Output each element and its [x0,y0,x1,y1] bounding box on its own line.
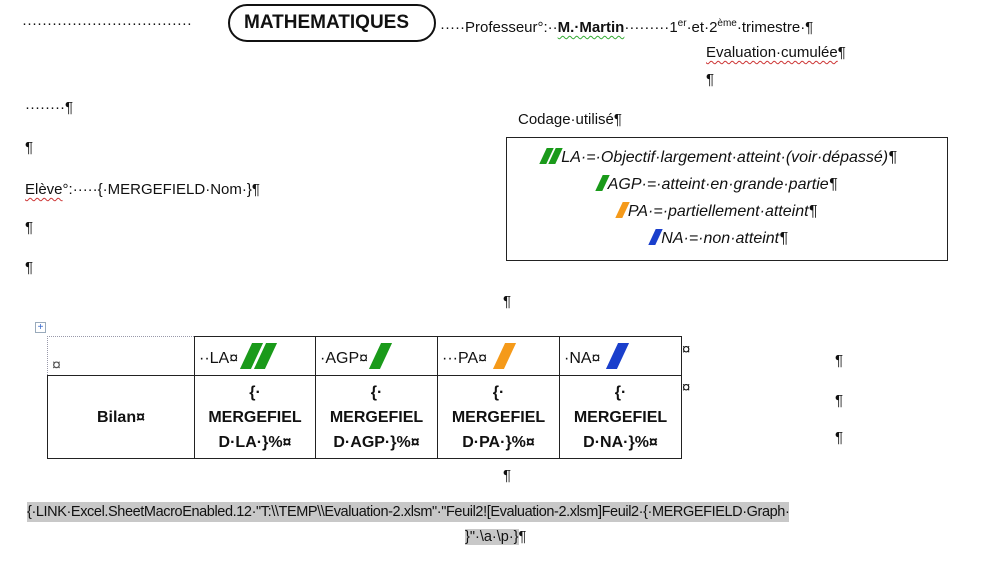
student-label: Elève [25,181,63,198]
cell-line: MERGEFIEL [208,408,302,426]
pilcrow: ¶ [25,139,34,156]
row-end-mark: ¤ [682,379,691,396]
cell-line: {· [614,383,627,401]
slash-icon [606,343,630,369]
cell-line: D·AGP·}%¤ [333,433,420,451]
corner-cell: ¤ [47,336,195,376]
results-table: ¤ ··LA¤ ·AGP¤ ···PA¤ ·NA¤ Bilan¤ {· MERGE… [47,336,682,459]
link-field-line2: }"·\a·\p·}¶ [465,527,526,547]
row-end-mark: ¤ [682,341,691,358]
evaluation-line: Evaluation·cumulée¶ [706,43,846,63]
header-line: ·····Professeur°:··M.·Martin·········1er… [440,14,813,38]
evaluation-text: Evaluation·cumulée [706,44,838,61]
header-label: ·NA¤ [564,350,601,367]
term-sup: er [677,18,687,29]
legend-item-na: NA·=·non·atteint¶ [493,226,947,252]
pilcrow: ¶ [837,44,846,61]
legend-text: AGP·=·atteint·en·grande·partie¶ [607,176,838,193]
table-move-handle-icon[interactable]: + [35,322,46,333]
header-pa: ···PA¤ [437,336,560,376]
pilcrow: ¶ [835,392,844,409]
subject-title: MATHEMATIQUES [244,12,410,33]
cell-agp: {· MERGEFIEL D·AGP·}%¤ [315,375,438,459]
cell-line: MERGEFIEL [573,408,668,426]
header-agp: ·AGP¤ [315,336,438,376]
dots-line: ········¶ [25,99,74,116]
pilcrow: ¶ [503,293,512,310]
cell-la: {· MERGEFIEL D·LA·}%¤ [194,375,316,459]
cell-pa: {· MERGEFIEL D·PA·}%¤ [437,375,560,459]
slash-icon [492,343,516,369]
subject-frame [228,4,436,42]
legend-item-la: LA·=·Objectif·largement·atteint·(voir·dé… [493,145,947,171]
student-field: °:·····{·MERGEFIELD·Nom·}¶ [62,181,260,198]
header-label: ·AGP¤ [320,350,369,367]
header-label: ··LA¤ [199,350,239,367]
term: ·et·2 [686,19,718,36]
row-label: Bilan¤ [47,375,195,459]
legend-text: NA·=·non·atteint¶ [661,230,788,247]
slash-icon [369,343,393,369]
legend-item-agp: AGP·=·atteint·en·grande·partie¶ [489,172,947,198]
term: 1 [669,19,678,36]
legend-text: PA·=·partiellement·atteint¶ [627,203,818,220]
link-field-end[interactable]: }"·\a·\p·} [465,529,519,545]
header-na: ·NA¤ [559,336,682,376]
cell-line: {· [492,383,505,401]
legend-title: Codage·utilisé¶ [518,111,622,128]
cell-line: MERGEFIEL [329,408,424,426]
legend-box: LA·=·Objectif·largement·atteint·(voir·dé… [506,137,948,261]
pilcrow: ¶ [835,352,844,369]
legend-item-pa: PA·=·partiellement·atteint¶ [489,199,947,225]
pilcrow: ¶ [25,219,34,236]
cell-line: D·LA·}%¤ [218,433,292,451]
leading-dots: ·································· [22,15,192,32]
cell-line: {· [249,383,261,401]
cell-na: {· MERGEFIEL D·NA·}%¤ [559,375,682,459]
term-sup: ème [717,18,737,29]
student-line: Elève°:·····{·MERGEFIELD·Nom·}¶ [25,180,260,200]
legend-text: LA·=·Objectif·largement·atteint·(voir·dé… [561,149,897,166]
header-la: ··LA¤ [194,336,316,376]
pilcrow: ¶ [835,429,844,446]
cell-line: D·PA·}%¤ [462,433,535,451]
cell-line: D·NA·}%¤ [583,433,658,451]
pilcrow: ¶ [706,71,715,88]
pilcrow: ¶ [503,467,512,484]
link-field-line1[interactable]: {·LINK·Excel.SheetMacroEnabled.12·"T:\\T… [27,502,790,522]
dots: ········· [624,19,670,36]
professor-name: M.·Martin [557,19,625,36]
pilcrow: ¶ [25,259,34,276]
cell-line: {· [370,383,383,401]
cell-line: MERGEFIEL [451,408,546,426]
term: ·trimestre·¶ [736,19,814,36]
pilcrow: ¶ [518,529,527,545]
professor-label: ·····Professeur°:·· [440,19,558,36]
header-label: ···PA¤ [442,350,488,367]
